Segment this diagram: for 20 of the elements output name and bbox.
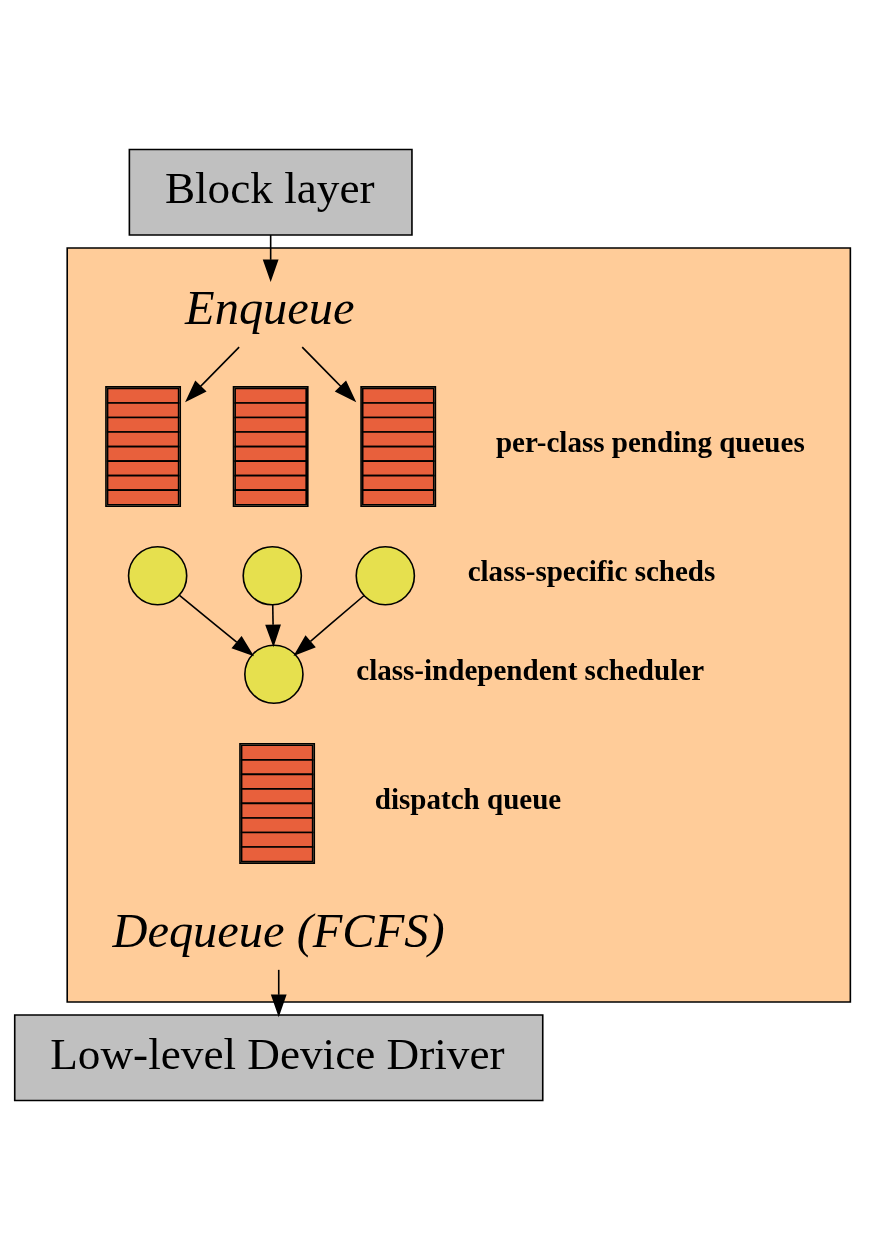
node-label: class-independent scheduler bbox=[356, 653, 705, 686]
arrow bbox=[185, 345, 240, 402]
label: class-specific scheds bbox=[467, 554, 716, 587]
node-label: dispatch queue bbox=[374, 782, 562, 815]
node-text: Enqueue bbox=[185, 280, 355, 334]
node-circle bbox=[355, 545, 416, 606]
node-box: Block layer bbox=[128, 148, 413, 236]
node-circle bbox=[127, 545, 188, 606]
node-circle bbox=[242, 545, 303, 606]
node-box: Low-level Device Driver bbox=[13, 1013, 544, 1101]
arrow bbox=[301, 345, 357, 402]
arrow bbox=[178, 594, 254, 656]
label: per-class pending queues bbox=[495, 425, 805, 458]
node-circle bbox=[244, 643, 304, 704]
cluster bbox=[66, 246, 852, 1003]
arrow bbox=[270, 968, 287, 1017]
arrow bbox=[265, 603, 281, 647]
arrow bbox=[262, 233, 279, 282]
arrow bbox=[293, 594, 365, 656]
node-text: Dequeue (FCFS) bbox=[112, 903, 445, 957]
